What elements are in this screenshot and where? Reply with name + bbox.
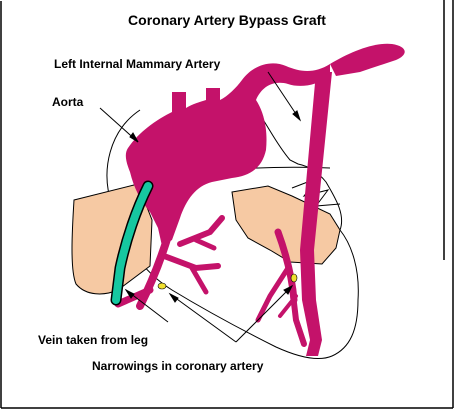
label-vein: Vein taken from leg (38, 334, 148, 346)
label-aorta: Aorta (52, 96, 83, 108)
narrowing-left (158, 283, 166, 289)
label-lima: Left Internal Mammary Artery (54, 58, 220, 70)
lima-vessel (330, 44, 405, 76)
label-narrowings: Narrowings in coronary artery (92, 360, 263, 372)
narrowing-right (291, 274, 297, 282)
